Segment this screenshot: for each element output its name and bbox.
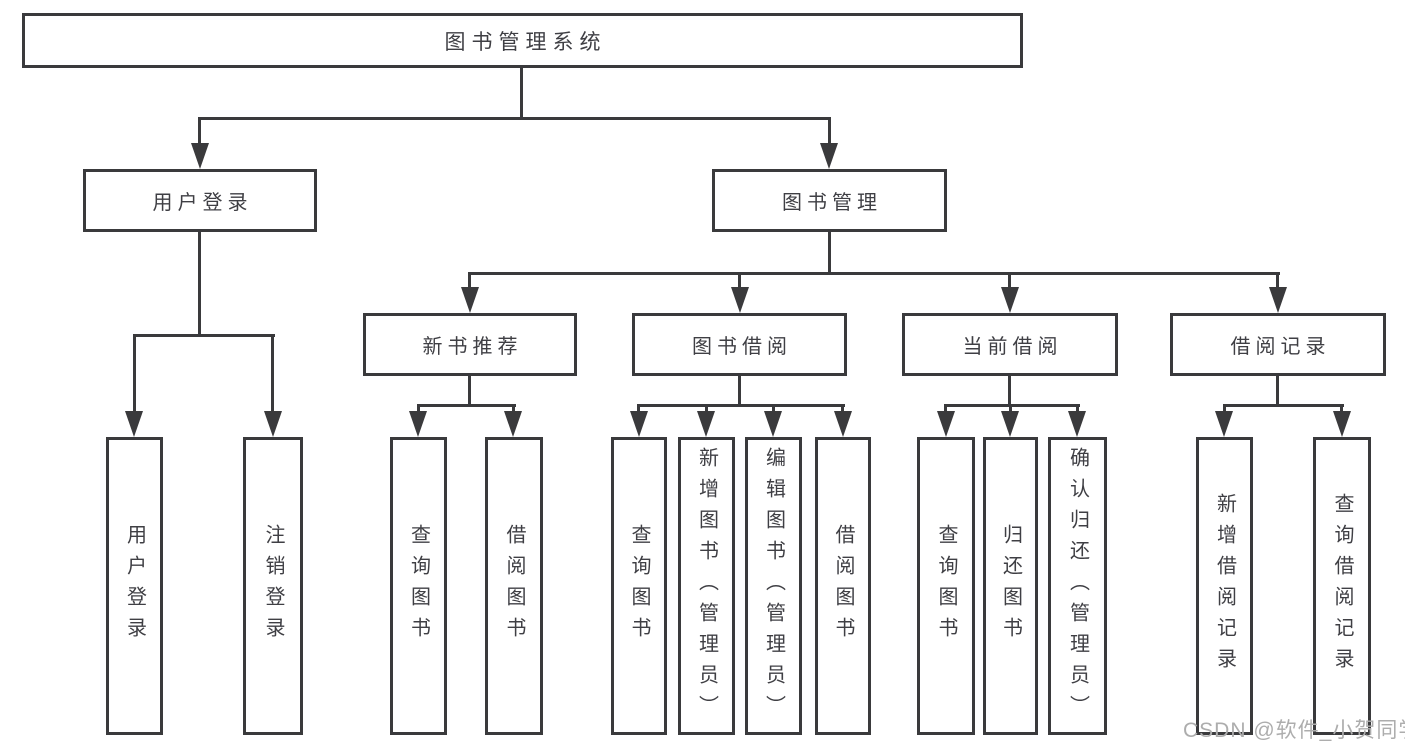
- leaf-query-books: 查询图书: [611, 437, 667, 735]
- leaf-borrow-books: 借阅图书: [485, 437, 543, 735]
- node-book-management: 图书管理: [712, 169, 947, 232]
- leaf-label: 新增借阅记录: [1213, 493, 1236, 679]
- connector-vline: [1223, 404, 1226, 414]
- connector-vline: [468, 272, 471, 289]
- connector-vline: [828, 232, 831, 273]
- node-label: 图书借阅: [692, 336, 792, 358]
- connector-vline: [1009, 404, 1012, 414]
- node-label: 借阅记录: [1230, 336, 1331, 358]
- connector-hline: [198, 117, 831, 120]
- connector-hline: [637, 404, 845, 407]
- connector-arrowhead: [1001, 287, 1019, 313]
- connector-arrowhead: [1068, 411, 1086, 437]
- connector-arrowhead: [834, 411, 852, 437]
- connector-vline: [520, 68, 523, 118]
- connector-arrowhead: [697, 411, 715, 437]
- connector-arrowhead: [1215, 411, 1233, 437]
- connector-arrowhead: [461, 287, 479, 313]
- connector-vline: [738, 376, 741, 407]
- connector-arrowhead: [1269, 287, 1287, 313]
- connector-vline: [705, 404, 708, 414]
- connector-vline: [944, 404, 947, 414]
- leaf-label: 归还图书: [999, 524, 1022, 648]
- connector-vline: [1076, 404, 1079, 414]
- node-label: 用户登录: [152, 192, 253, 214]
- leaf-query-books: 查询图书: [390, 437, 447, 735]
- connector-arrowhead: [1001, 411, 1019, 437]
- connector-vline: [1008, 272, 1011, 289]
- leaf-edit-book-admin: 编辑图书（管理员）: [745, 437, 802, 735]
- connector-vline: [1340, 404, 1343, 414]
- node-borrowing-records: 借阅记录: [1170, 313, 1386, 376]
- connector-arrowhead: [191, 143, 209, 169]
- connector-vline: [271, 334, 274, 413]
- node-user-login: 用户登录: [83, 169, 317, 232]
- connector-hline: [133, 334, 275, 337]
- connector-arrowhead: [1333, 411, 1351, 437]
- connector-vline: [198, 117, 201, 145]
- connector-vline: [512, 404, 515, 414]
- watermark: CSDN @软件_小贺同学: [1183, 719, 1405, 742]
- connector-arrowhead: [630, 411, 648, 437]
- node-label: 新书推荐: [422, 336, 523, 358]
- leaf-label: 注销登录: [262, 524, 284, 648]
- leaf-label: 编辑图书（管理员）: [762, 446, 785, 726]
- connector-vline: [772, 404, 775, 414]
- leaf-label: 查询借阅记录: [1331, 493, 1353, 679]
- connector-arrowhead: [937, 411, 955, 437]
- leaf-label: 查询图书: [628, 524, 650, 648]
- connector-hline: [417, 404, 516, 407]
- leaf-query-borrow-record: 查询借阅记录: [1313, 437, 1371, 735]
- connector-vline: [468, 376, 471, 407]
- leaf-label: 借阅图书: [832, 524, 854, 648]
- node-book-borrowing: 图书借阅: [632, 313, 847, 376]
- leaf-confirm-return-admin: 确认归还（管理员）: [1048, 437, 1107, 735]
- node-label: 图书管理: [782, 192, 882, 214]
- connector-vline: [828, 117, 831, 145]
- connector-arrowhead: [820, 143, 838, 169]
- node-label: 当前借阅: [962, 336, 1063, 358]
- node-root: 图书管理系统: [22, 13, 1023, 68]
- connector-vline: [738, 272, 741, 289]
- leaf-label: 查询图书: [407, 524, 430, 648]
- node-current-borrowing: 当前借阅: [902, 313, 1118, 376]
- connector-vline: [841, 404, 844, 414]
- leaf-query-books: 查询图书: [917, 437, 975, 735]
- leaf-logout: 注销登录: [243, 437, 303, 735]
- leaf-return-books: 归还图书: [983, 437, 1038, 735]
- connector-arrowhead: [409, 411, 427, 437]
- leaf-user-login: 用户登录: [106, 437, 163, 735]
- connector-hline: [468, 272, 1280, 275]
- connector-arrowhead: [504, 411, 522, 437]
- connector-vline: [198, 232, 201, 337]
- leaf-label: 确认归还（管理员）: [1066, 446, 1089, 726]
- leaf-add-book-admin: 新增图书（管理员）: [678, 437, 735, 735]
- leaf-label: 查询图书: [935, 524, 957, 648]
- connector-hline: [1223, 404, 1344, 407]
- connector-arrowhead: [125, 411, 143, 437]
- connector-vline: [637, 404, 640, 414]
- leaf-label: 新增图书（管理员）: [695, 446, 718, 726]
- connector-vline: [133, 334, 136, 413]
- connector-vline: [1276, 376, 1279, 407]
- connector-hline: [944, 404, 1080, 407]
- leaf-add-borrow-record: 新增借阅记录: [1196, 437, 1253, 735]
- connector-arrowhead: [764, 411, 782, 437]
- leaf-borrow-books: 借阅图书: [815, 437, 871, 735]
- connector-vline: [1276, 272, 1279, 289]
- connector-vline: [417, 404, 420, 414]
- node-new-book-recommendation: 新书推荐: [363, 313, 577, 376]
- connector-vline: [1008, 376, 1011, 407]
- connector-arrowhead: [264, 411, 282, 437]
- leaf-label: 用户登录: [123, 524, 146, 648]
- node-root-label: 图书管理系统: [444, 30, 607, 54]
- leaf-label: 借阅图书: [503, 524, 525, 648]
- connector-arrowhead: [731, 287, 749, 313]
